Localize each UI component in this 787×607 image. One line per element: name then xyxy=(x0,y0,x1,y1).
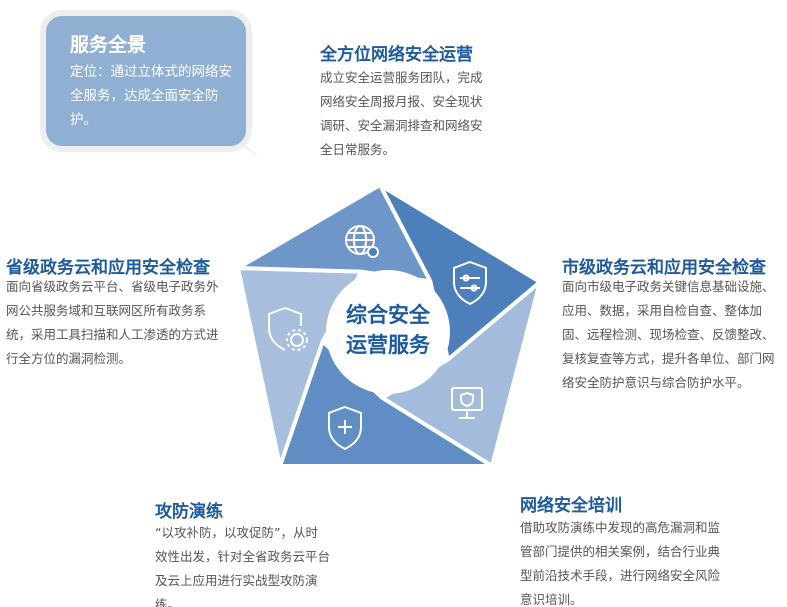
segment-province-check xyxy=(236,183,433,284)
shield-gear-icon xyxy=(268,307,308,351)
shield-plus-icon xyxy=(328,405,362,451)
section-text-city-check: 面向市级电子政务关键信息基础设施、应用、数据，采用自检自查、整体加固、远程检测、… xyxy=(562,279,775,390)
center-line-1: 综合安全 xyxy=(346,303,430,327)
center-label: 综合安全 运营服务 xyxy=(328,300,448,360)
section-title-training: 网络安全培训 xyxy=(520,496,622,516)
bubble-title: 服务全景 xyxy=(70,34,147,56)
bubble-text: 定位：通过立体式的网络安全服务，达成全面安全防护。 xyxy=(70,64,232,128)
service-overview-bubble: 服务全景 定位：通过立体式的网络安全服务，达成全面安全防护。 xyxy=(40,10,252,152)
section-title-province-check: 省级政务云和应用安全检查 xyxy=(6,258,210,278)
center-circle xyxy=(326,270,450,394)
center-line-2: 运营服务 xyxy=(346,333,430,357)
section-text-drill: “以攻补防，以攻促防”，从时效性出发，针对全省政务云平台及云上应用进行实战型攻防… xyxy=(155,525,331,607)
section-text-training: 借助攻防演练中发现的高危漏洞和监管部门提供的相关案例，结合行业典型前沿技术手段，… xyxy=(520,520,721,607)
section-title-operations: 全方位网络安全运营 xyxy=(320,45,473,65)
globe-gear-icon xyxy=(345,225,379,258)
monitor-shield-icon xyxy=(451,387,483,419)
shield-settings-icon xyxy=(453,260,487,306)
section-text-province-check: 面向省级政务云平台、省级电子政务外网公共服务域和互联网区所有政务系统，采用工具扫… xyxy=(6,279,219,366)
section-title-drill: 攻防演练 xyxy=(155,502,223,522)
section-title-city-check: 市级政务云和应用安全检查 xyxy=(562,258,766,278)
section-text-operations: 成立安全运营服务团队，完成网络安全周报月报、安全现状调研、安全漏洞排查和网络安全… xyxy=(320,70,483,157)
